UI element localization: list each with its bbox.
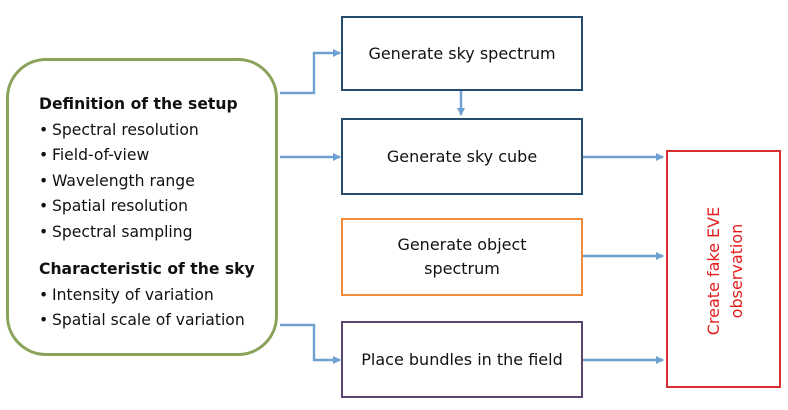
bullet-icon: • [39, 285, 49, 304]
setup-content: Definition of the setup •Spectral resolu… [39, 92, 275, 334]
setup-item-label: Spectral sampling [52, 222, 193, 241]
sky-bullet-list: •Intensity of variation •Spatial scale o… [39, 283, 275, 334]
generate-sky-cube-label: Generate sky cube [386, 146, 538, 166]
setup-item-spectral-sampling: •Spectral sampling [39, 220, 275, 246]
setup-item-label: Spatial resolution [52, 197, 189, 215]
generate-object-spectrum-label: Generate object spectrum [397, 235, 527, 278]
sky-heading: Characteristic of the sky [39, 260, 255, 278]
sky-item-spatial-scale: •Spatial scale of variation [39, 308, 275, 334]
bullet-icon: • [39, 197, 49, 215]
section-spacer [39, 245, 275, 257]
arrow-setup-to-place-bundles [280, 323, 341, 364]
place-bundles-box: Place bundles in the field [341, 321, 583, 398]
place-bundles-label: Place bundles in the field [361, 349, 563, 369]
setup-item-label: Field-of-view [52, 146, 150, 164]
arrow-setup-to-sky-spectrum [280, 49, 341, 95]
bullet-icon: • [39, 311, 49, 329]
generate-sky-spectrum-box: Generate sky spectrum [341, 16, 583, 91]
setup-bullet-list: •Spectral resolution •Field-of-view •Wav… [39, 118, 275, 246]
sky-item-intensity: •Intensity of variation [39, 283, 275, 309]
bullet-icon: • [39, 146, 49, 164]
bullet-icon: • [39, 222, 49, 241]
generate-object-spectrum-box: Generate object spectrum [341, 218, 583, 296]
setup-item-spectral-resolution: •Spectral resolution [39, 118, 275, 144]
setup-item-label: Wavelength range [52, 171, 195, 190]
sky-item-label: Spatial scale of variation [52, 311, 245, 329]
generate-sky-spectrum-label: Generate sky spectrum [368, 43, 556, 63]
setup-item-field-of-view: •Field-of-view [39, 143, 275, 169]
setup-item-label: Spectral resolution [52, 120, 199, 139]
setup-heading: Definition of the setup [39, 95, 238, 113]
generate-sky-cube-box: Generate sky cube [341, 118, 583, 195]
sky-item-label: Intensity of variation [52, 285, 214, 304]
create-fake-observation-box: Create fake EVE observation [666, 150, 781, 388]
bullet-icon: • [39, 171, 49, 190]
create-fake-observation-label: Create fake EVE observation [704, 206, 746, 336]
setup-item-wavelength-range: •Wavelength range [39, 169, 275, 195]
setup-item-spatial-resolution: •Spatial resolution [39, 194, 275, 220]
bullet-icon: • [39, 120, 49, 139]
setup-definition-box: Definition of the setup •Spectral resolu… [6, 58, 278, 356]
